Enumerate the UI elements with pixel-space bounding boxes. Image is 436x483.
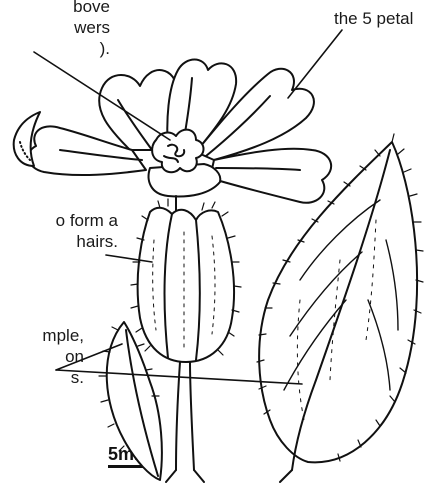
- calyx: [131, 196, 241, 362]
- flower-head: [14, 60, 331, 203]
- leaf-stalk: [280, 470, 292, 482]
- stem: [176, 362, 180, 470]
- stem: [166, 470, 204, 482]
- petal: [210, 149, 331, 203]
- stems: [166, 362, 204, 482]
- pointer-line: [288, 30, 342, 98]
- calyx-outline: [138, 208, 234, 362]
